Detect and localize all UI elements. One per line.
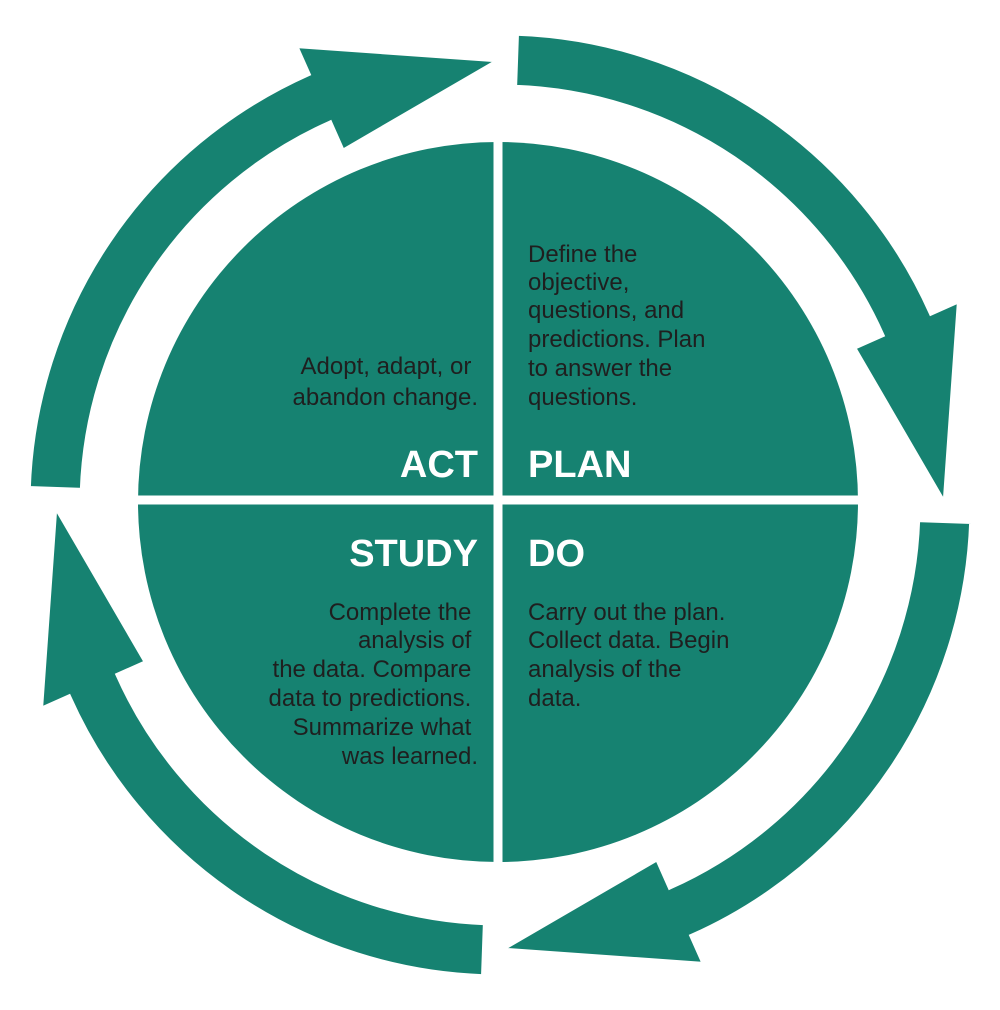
act-description-line: Adopt, adapt, or (301, 353, 472, 380)
do-quadrant: DO Carry out the plan. Collect data. Beg… (528, 533, 736, 712)
cycle-arrows (25, 30, 975, 980)
do-description-line: analysis of the (528, 656, 681, 683)
plan-quadrant: Define the objective, questions, and pre… (528, 241, 712, 486)
study-description-line: analysis of (358, 627, 472, 654)
cycle-arrow-icon (491, 517, 975, 968)
plan-description-line: Define the (528, 241, 637, 268)
act-title: ACT (400, 444, 478, 486)
do-title: DO (528, 533, 585, 575)
plan-description-line: questions. (528, 384, 637, 411)
quadrant-circle (125, 130, 870, 875)
act-description-line: abandon change. (292, 384, 478, 411)
study-description-line: Complete the (329, 599, 472, 626)
plan-description-line: to answer the (528, 355, 672, 382)
plan-title: PLAN (528, 444, 631, 486)
act-quadrant: Adopt, adapt, or abandon change. ACT (292, 353, 478, 486)
do-description-line: Carry out the plan. (528, 599, 725, 626)
study-quadrant: STUDY Complete the analysis of the data.… (269, 533, 478, 770)
study-description-line: data to predictions. (269, 685, 472, 712)
act-description: Adopt, adapt, or abandon change. (292, 353, 478, 411)
plan-description-line: predictions. Plan (528, 326, 705, 353)
cycle-arrow-icon (512, 30, 963, 514)
do-description-line: data. (528, 685, 581, 712)
plan-description: Define the objective, questions, and pre… (528, 241, 712, 411)
cycle-arrow-icon (25, 42, 509, 493)
do-description-line: Collect data. Begin (528, 627, 729, 654)
study-description: Complete the analysis of the data. Compa… (269, 599, 478, 770)
study-description-line: the data. Compare (273, 656, 472, 683)
plan-description-line: objective, (528, 269, 629, 296)
study-description-line: Summarize what (293, 714, 472, 741)
cycle-arrow-icon (37, 496, 488, 980)
do-description: Carry out the plan. Collect data. Begin … (528, 599, 736, 712)
plan-description-line: questions, and (528, 297, 684, 324)
study-title: STUDY (349, 533, 478, 575)
study-description-line: was learned. (341, 743, 478, 770)
